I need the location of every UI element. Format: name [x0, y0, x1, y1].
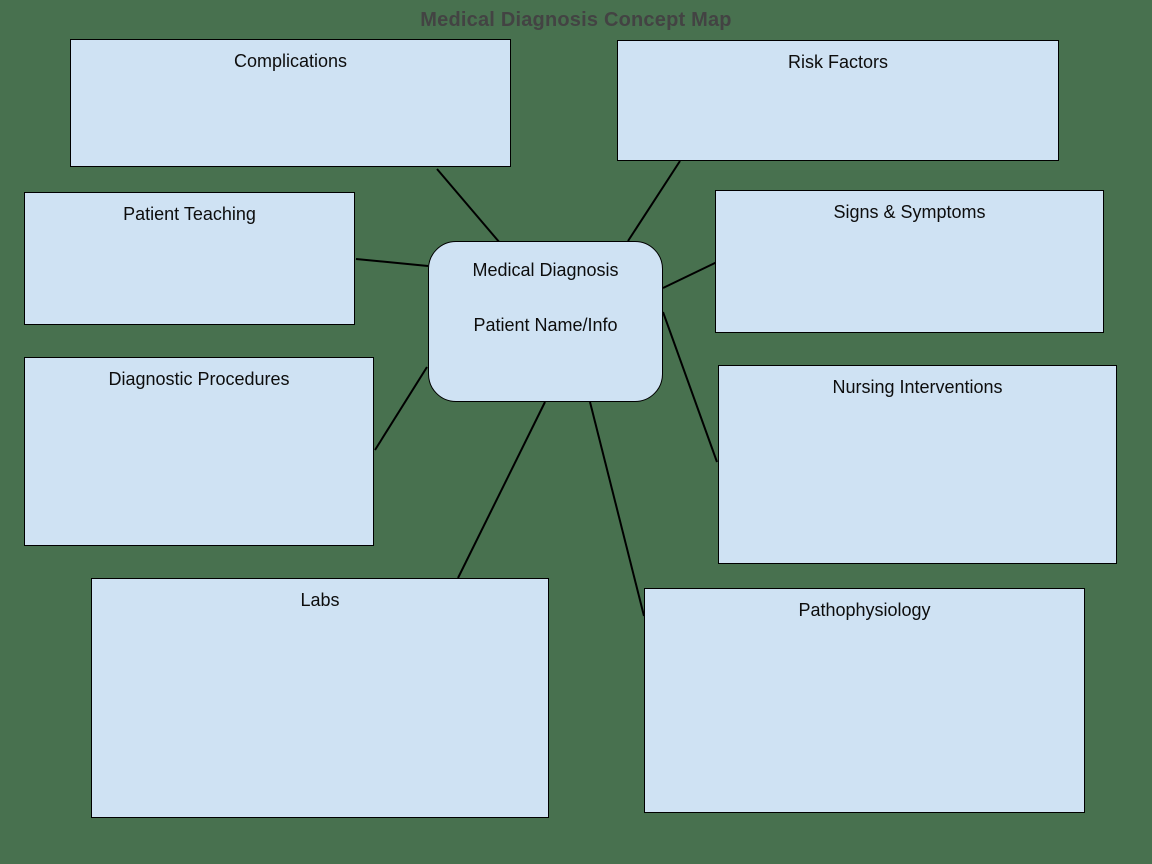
- connector-signs-symptoms: [662, 261, 718, 289]
- box-risk-factors-label: Risk Factors: [787, 52, 888, 72]
- connector-pathophysiology: [589, 401, 645, 617]
- box-signs-symptoms-label: Signs & Symptoms: [833, 202, 986, 222]
- center-node-medical-diagnosis[interactable]: Medical Diagnosis Patient Name/Info: [428, 241, 663, 402]
- box-patient-teaching[interactable]: Patient Teaching: [24, 192, 355, 325]
- box-risk-factors[interactable]: Risk Factors: [617, 40, 1059, 161]
- box-labs-label: Labs: [300, 590, 340, 610]
- box-complications-label: Complications: [233, 51, 348, 71]
- box-patient-teaching-label: Patient Teaching: [123, 204, 256, 224]
- box-diagnostic-procedures[interactable]: Diagnostic Procedures: [24, 357, 374, 546]
- box-signs-symptoms[interactable]: Signs & Symptoms: [715, 190, 1104, 333]
- center-node-title: Medical Diagnosis: [472, 260, 619, 280]
- connector-diagnostic-procedures: [374, 366, 428, 451]
- connector-risk-factors: [627, 160, 681, 242]
- box-nursing-interventions-label: Nursing Interventions: [832, 377, 1003, 397]
- connector-nursing-interventions: [662, 311, 718, 463]
- box-pathophysiology-label: Pathophysiology: [798, 600, 931, 620]
- connector-complications: [436, 168, 501, 244]
- center-node-subtitle: Patient Name/Info: [473, 315, 618, 335]
- connector-labs: [457, 401, 546, 579]
- box-nursing-interventions[interactable]: Nursing Interventions: [718, 365, 1117, 564]
- box-labs[interactable]: Labs: [91, 578, 549, 818]
- box-complications[interactable]: Complications: [70, 39, 511, 167]
- box-pathophysiology[interactable]: Pathophysiology: [644, 588, 1085, 813]
- page-title: Medical Diagnosis Concept Map: [420, 9, 732, 31]
- box-diagnostic-procedures-label: Diagnostic Procedures: [108, 369, 290, 389]
- connector-patient-teaching: [355, 258, 429, 267]
